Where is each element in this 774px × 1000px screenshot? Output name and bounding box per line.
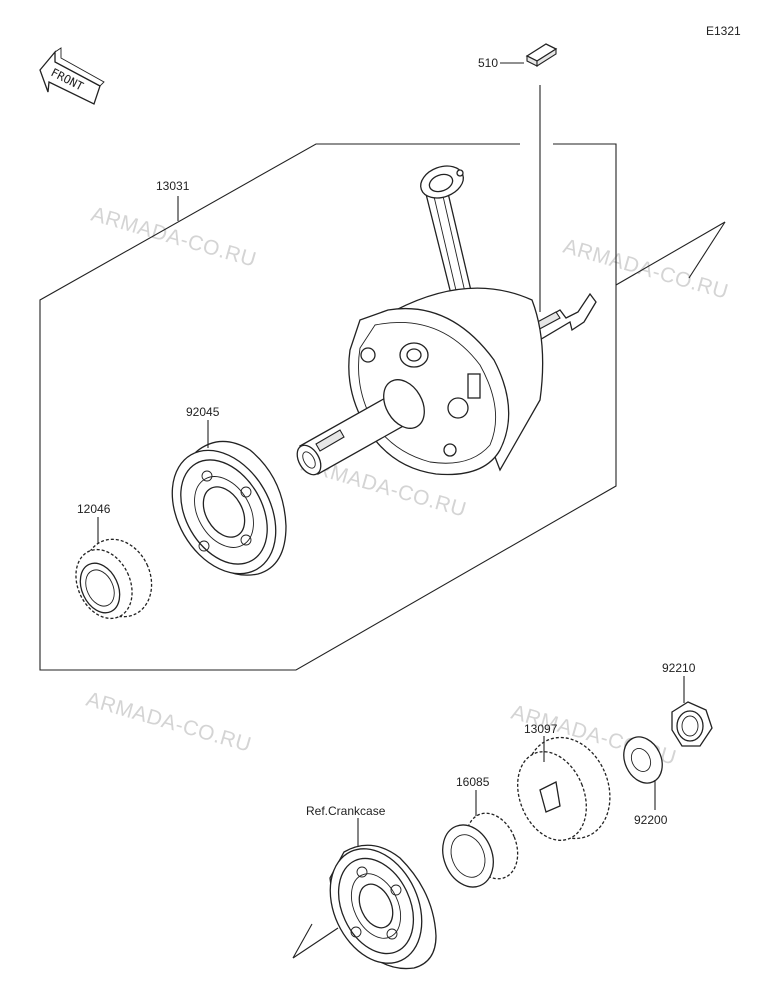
callout-13031: 13031 <box>156 179 190 193</box>
watermark-4: ARMADA-CO.RU <box>84 688 254 757</box>
callout-12046: 12046 <box>77 502 111 516</box>
callout-92200: 92200 <box>634 813 668 827</box>
gear-12046 <box>75 538 153 620</box>
callout-ref-crankcase: Ref.Crankcase <box>306 804 386 818</box>
callout-16085: 16085 <box>456 775 490 789</box>
diagram-code: E1321 <box>706 24 741 38</box>
callout-92210: 92210 <box>662 661 696 675</box>
callout-510: 510 <box>478 56 498 70</box>
gear-16085 <box>442 812 519 888</box>
watermark-1: ARMADA-CO.RU <box>89 203 259 272</box>
bearing-ref-crankcase <box>329 844 437 970</box>
key-part <box>525 43 558 67</box>
watermark-2: ARMADA-CO.RU <box>561 235 731 304</box>
gear-13097 <box>517 736 611 841</box>
front-arrow-icon: FRONT <box>39 47 105 105</box>
washer-92200 <box>623 736 663 784</box>
crankshaft-assy-frame <box>39 143 726 671</box>
crankshaft <box>296 165 597 476</box>
nut-92210 <box>671 701 713 747</box>
callout-13097: 13097 <box>524 722 558 736</box>
callout-92045: 92045 <box>186 405 220 419</box>
bearing-92045 <box>171 440 287 576</box>
